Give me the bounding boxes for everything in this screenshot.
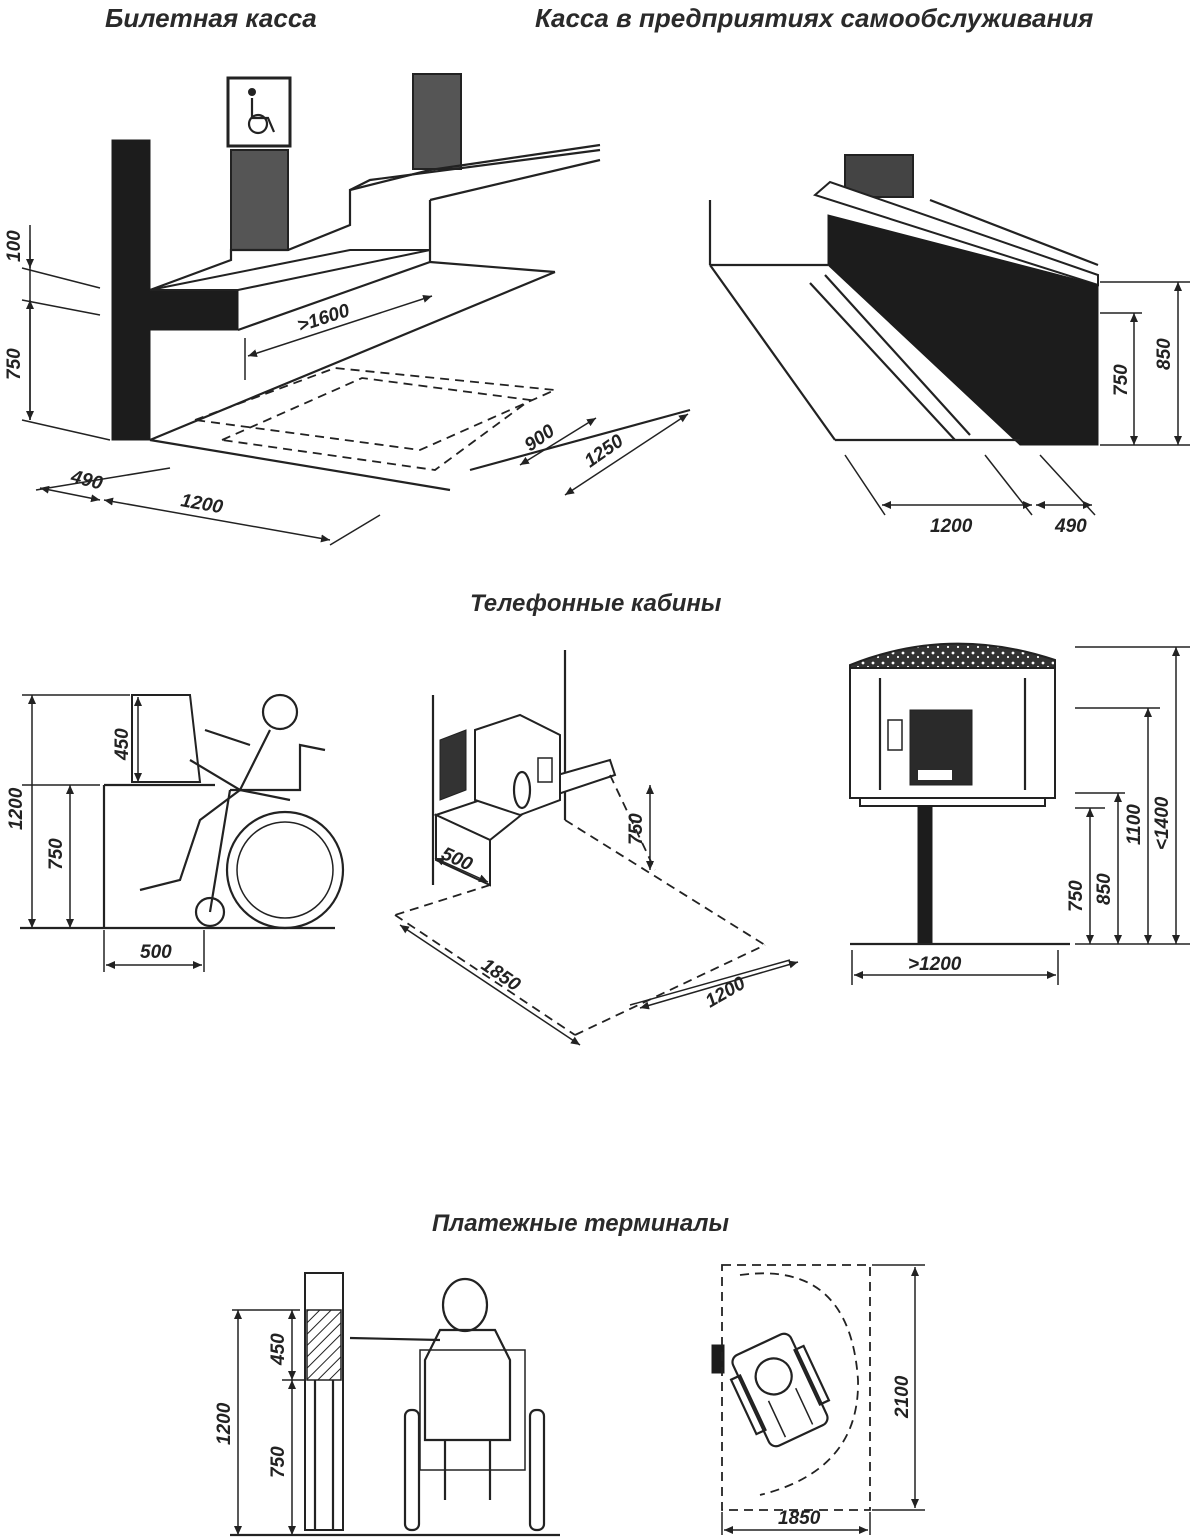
- dim-ticket-750: 750: [4, 348, 25, 380]
- dim-terminal-plan-2100: 2100: [892, 1375, 913, 1419]
- wheelchair-top-view: [729, 1332, 831, 1448]
- dim-ticket-490: 490: [68, 466, 105, 494]
- dim-phone-front-1200: >1200: [908, 954, 962, 975]
- dim-phone-front-1400: <1400: [1152, 796, 1173, 850]
- phone-side-drawing: 1200 450 750 500: [6, 693, 345, 972]
- terminal-plan-drawing: 2100 1850: [711, 1264, 925, 1535]
- wheel-left: [403, 1408, 421, 1532]
- dim-phone-side-750: 750: [46, 838, 67, 870]
- dim-terminal-plan-1850: 1850: [778, 1508, 821, 1529]
- dim-phone-iso-750: 750: [626, 813, 647, 845]
- self-service-drawing: 750 850 1200 490: [708, 154, 1190, 537]
- wheelchair-icon: [247, 88, 276, 135]
- ticket-counter-front: [149, 289, 239, 331]
- title-self-service: Касса в предприятиях самообслуживания: [535, 3, 1093, 33]
- terminal-side-drawing: 1200 450 750: [214, 1272, 560, 1537]
- ticket-counter-top: [149, 249, 431, 291]
- booth-post: [917, 805, 933, 945]
- dim-phone-front-750: 750: [1066, 880, 1087, 912]
- title-payment-terminals: Платежные терминалы: [432, 1210, 729, 1237]
- dim-terminal-450: 450: [268, 1333, 289, 1366]
- dim-ticket-1250: 1250: [581, 430, 628, 472]
- dim-phone-side-450: 450: [112, 728, 133, 761]
- terminal-screen: [306, 1309, 342, 1381]
- phone-panel: [131, 694, 202, 783]
- title-ticket-office: Билетная касса: [105, 3, 317, 33]
- phone-iso-drawing: 500 750 1850 1200: [394, 650, 799, 1046]
- phone-front-drawing: 750 850 1100 <1400 >1200: [849, 642, 1190, 985]
- dim-self-750: 750: [1111, 364, 1132, 396]
- dim-phone-iso-1850: 1850: [477, 955, 524, 996]
- dim-phone-front-1100: 1100: [1124, 804, 1145, 845]
- dim-phone-side-500: 500: [140, 942, 172, 963]
- dim-phone-front-850: 850: [1094, 873, 1115, 905]
- dim-self-850: 850: [1154, 338, 1175, 370]
- dim-self-1200: 1200: [930, 516, 973, 537]
- phone-unit: [474, 713, 561, 817]
- cash-register: [844, 154, 914, 198]
- dim-ticket-100: 100: [4, 230, 25, 262]
- ticket-wall: [111, 139, 151, 441]
- dim-phone-side-1200: 1200: [6, 787, 27, 830]
- terminal-plan-unit: [711, 1344, 725, 1374]
- wheelchair-wheel: [225, 810, 345, 930]
- dim-terminal-750: 750: [268, 1446, 289, 1478]
- title-phone-booths: Телефонные кабины: [470, 590, 722, 617]
- dim-self-490: 490: [1054, 516, 1087, 537]
- booth-canopy: [849, 642, 1056, 671]
- person-head-back: [441, 1277, 489, 1333]
- person-head: [261, 693, 299, 731]
- accessibility-sign: [226, 76, 292, 148]
- dim-terminal-1200: 1200: [214, 1402, 235, 1445]
- ticket-office-drawing: 100 750 >1600 490 1200 900 1250: [4, 73, 691, 546]
- dim-ticket-900: 900: [521, 420, 559, 456]
- wheel-right: [528, 1408, 546, 1532]
